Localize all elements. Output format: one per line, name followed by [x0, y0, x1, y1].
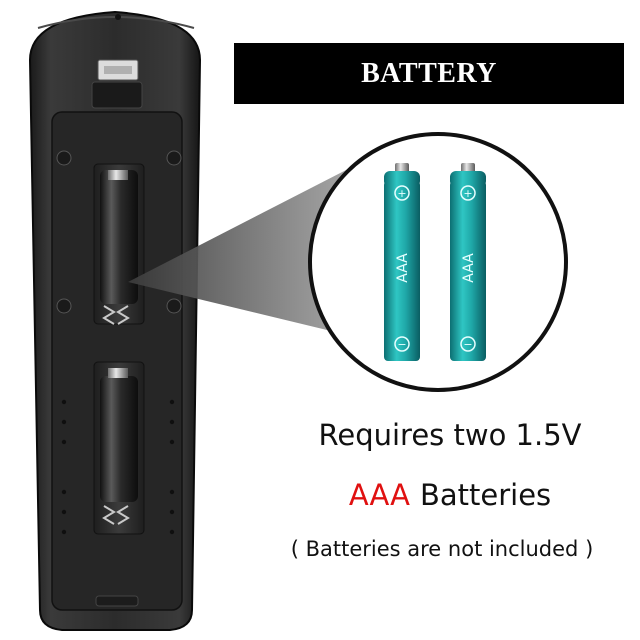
remote-control	[28, 10, 202, 631]
aaa-battery-right: + −	[450, 163, 486, 361]
zoom-circle	[308, 132, 568, 392]
svg-text:+: +	[397, 187, 406, 200]
banner-title: BATTERY	[361, 57, 497, 89]
svg-text:−: −	[397, 338, 406, 351]
aaa-battery-left: + −	[384, 163, 420, 361]
svg-text:+: +	[463, 187, 472, 200]
svg-text:−: −	[463, 338, 472, 351]
zoom-beam	[128, 168, 360, 338]
caption-batteries: Batteries	[419, 478, 552, 512]
battery-label-right: AAA	[461, 253, 477, 283]
battery-banner: BATTERY	[234, 43, 624, 104]
battery-label-left: AAA	[395, 253, 411, 283]
caption-not-included: ( Batteries are not included )	[290, 537, 594, 561]
caption-aaa: AAA	[348, 478, 410, 512]
caption-battery-type: AAA Batteries	[300, 478, 600, 512]
caption-requires: Requires two 1.5V	[318, 418, 582, 452]
